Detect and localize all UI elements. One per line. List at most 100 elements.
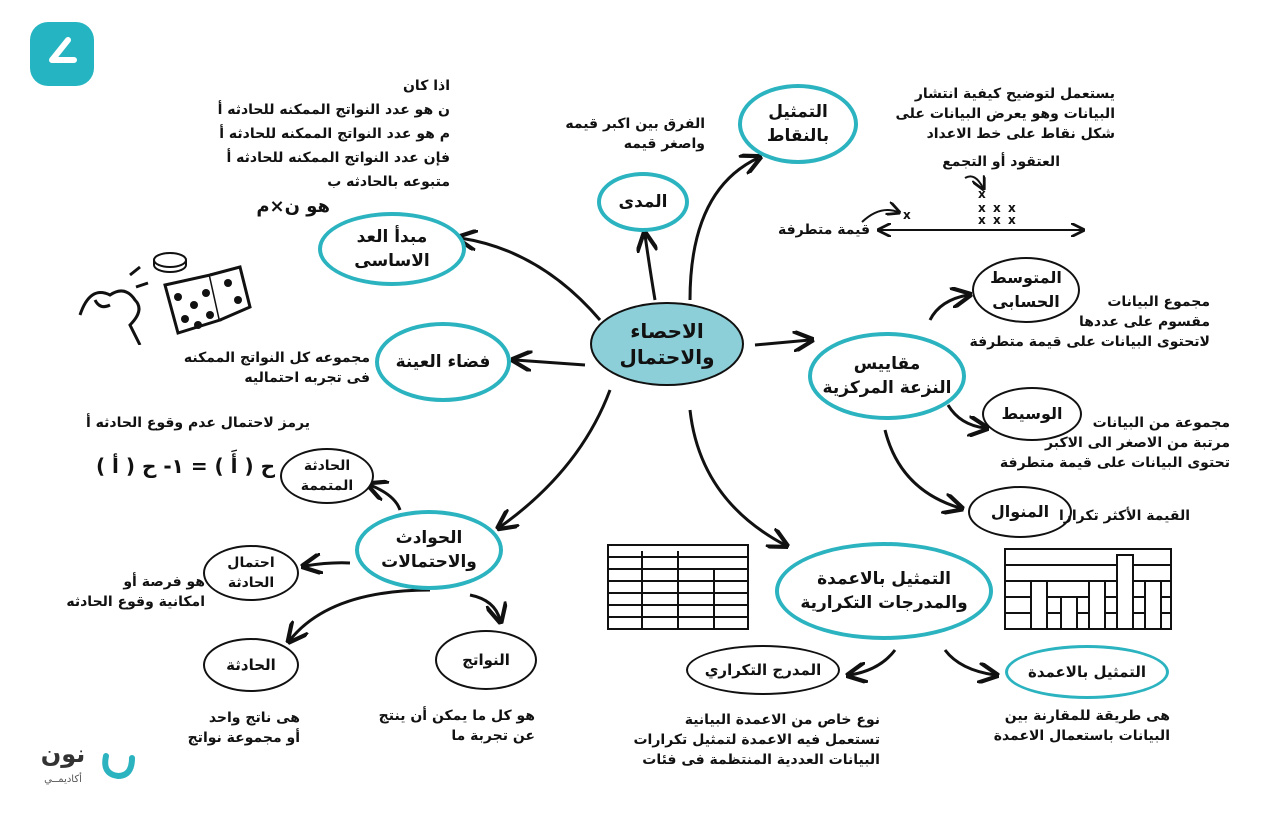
node-label: الوسيط — [1001, 404, 1063, 423]
brand-logo: نون أكاديمــي — [34, 740, 144, 796]
text-line: البيانات باستعمال الاعمدة — [993, 728, 1170, 744]
text-line: أو مجموعة نواتج — [187, 730, 300, 746]
text-line: مجموعه كل النواتج الممكنه — [183, 350, 370, 366]
node-outcomes: النواتج — [435, 630, 537, 690]
node-label: المتوسط الحسابى — [990, 268, 1062, 311]
node-label: مبدأ العد الاساسى — [354, 227, 430, 271]
svg-text:x: x — [1008, 213, 1016, 227]
hand-icon — [78, 265, 149, 345]
text-line: م هو عدد النواتج الممكنه للحادثه أ — [219, 126, 450, 142]
svg-text:x: x — [978, 187, 986, 201]
text-line: تستعمل فيه الاعمدة لتمثيل تكرارات — [633, 732, 880, 748]
svg-text:x: x — [903, 208, 911, 222]
center-topic: الاحصاء والاحتمال — [590, 302, 744, 386]
svg-text:x: x — [978, 213, 986, 227]
text-line: البيانات العددية المنتظمة فى فئات — [642, 752, 880, 768]
brand-subtitle: أكاديمــي — [44, 774, 82, 785]
outlier-label: قيمة متطرفة — [777, 222, 870, 238]
node-label: احتمال الحادثة — [227, 555, 275, 591]
mean-definition: مجموع البيانات مقسوم على عددها لاتحتوى ا… — [969, 292, 1210, 352]
node-bar-chart: التمثيل بالاعمدة — [1005, 645, 1169, 699]
text-line: ن هو عدد النواتج الممكنه للحادثه أ — [217, 102, 450, 118]
node-label: الحادثة — [226, 656, 276, 674]
node-label: المنوال — [990, 502, 1050, 521]
node-central-tendency: مقاييس النزعة المركزية — [808, 332, 966, 420]
coin-icon — [153, 252, 187, 273]
node-label: الحادثة المتممة — [300, 458, 354, 494]
svg-text:x: x — [993, 213, 1001, 227]
text-line: هو فرصة أو — [123, 574, 205, 590]
node-median: الوسيط — [982, 387, 1082, 441]
text-line: الفرق بين اكبر قيمه — [565, 116, 705, 132]
text-line: امكانية وقوع الحادثه — [66, 594, 205, 610]
text-line: مرتبة من الاصغر الى الاكبر — [1045, 435, 1230, 451]
node-label: التمثيل بالاعمدة والمدرجات التكرارية — [800, 569, 968, 613]
node-label: فضاء العينة — [395, 352, 491, 372]
counting-rule-text: اذا كان ن هو عدد النواتج الممكنه للحادثه… — [150, 76, 450, 192]
node-label: التمثيل بالنقاط — [766, 102, 830, 146]
histogram-illustration — [607, 544, 749, 630]
node-complement: الحادثة المتممة — [280, 448, 374, 504]
bar-chart-illustration — [1004, 548, 1172, 630]
range-definition: الفرق بين اكبر قيمه واصغر قيمه — [545, 114, 705, 154]
brand-name: نون — [40, 740, 86, 768]
text-line: متبوعه بالحادثه ب — [327, 174, 450, 190]
text-line: البيانات وهو يعرض البيانات على — [895, 106, 1115, 122]
svg-text:x: x — [1008, 201, 1016, 215]
mode-definition: القيمة الأكثر تكرارا — [1058, 508, 1190, 524]
dot-plot-definition: يستعمل لتوضيح كيفية انتشار البيانات وهو … — [880, 84, 1115, 144]
outcomes-definition: هو كل ما يمكن أن ينتج عن تجربة ما — [350, 706, 535, 746]
node-events-probabilities: الحوادث والاحتمالات — [355, 510, 503, 590]
bar-chart-definition: هى طريقة للمقارنة بين البيانات باستعمال … — [990, 706, 1170, 746]
app-logo — [30, 22, 94, 86]
dice-icon — [163, 265, 252, 335]
text-line: هى ناتج واحد — [208, 710, 300, 726]
node-label: الحوادث والاحتمالات — [381, 528, 477, 572]
node-label: المدرج التكراري — [704, 661, 822, 679]
node-mean: المتوسط الحسابى — [972, 257, 1080, 323]
dice-coin-illustration — [78, 252, 252, 345]
node-range: المدى — [597, 172, 689, 232]
node-sample-space: فضاء العينة — [375, 322, 511, 402]
svg-text:x: x — [993, 201, 1001, 215]
text-line: مقسوم على عددها — [1078, 314, 1210, 330]
probability-definition: هو فرصة أو امكانية وقوع الحادثه — [35, 572, 205, 612]
text-line: لاتحتوى البيانات على قيمة متطرفة — [969, 334, 1210, 350]
cluster-label: العتقود أو التجمع — [942, 154, 1060, 170]
node-mode: المنوال — [968, 486, 1072, 538]
node-event: الحادثة — [203, 638, 299, 692]
sample-space-definition: مجموعه كل النواتج الممكنه فى تجربه احتما… — [140, 348, 370, 388]
text-line: هى طريقة للمقارنة بين — [1004, 708, 1170, 724]
text-line: مجموعة من البيانات — [1092, 415, 1230, 431]
text-line: فى تجربه احتماليه — [244, 370, 370, 386]
center-label: الاحصاء والاحتمال — [619, 319, 715, 369]
node-label: النواتج — [462, 651, 510, 669]
node-histogram: المدرج التكراري — [686, 645, 840, 695]
node-bar-histogram: التمثيل بالاعمدة والمدرجات التكرارية — [775, 542, 993, 640]
node-label: المدى — [618, 192, 668, 212]
histogram-definition: نوع خاص من الاعمدة البيانية تستعمل فيه ا… — [630, 710, 880, 770]
text-line: واصغر قيمه — [623, 136, 705, 152]
text-line: نوع خاص من الاعمدة البيانية — [684, 712, 880, 728]
node-label: مقاييس النزعة المركزية — [822, 354, 952, 398]
node-dot-plot: التمثيل بالنقاط — [738, 84, 858, 164]
node-event-probability: احتمال الحادثة — [203, 545, 299, 601]
counting-formula: هو ن×م — [256, 196, 330, 217]
event-definition: هى ناتج واحد أو مجموعة نواتج — [160, 708, 300, 748]
logo-mark-icon — [49, 37, 77, 63]
text-line: عن تجربة ما — [451, 728, 535, 744]
text-line: مجموع البيانات — [1107, 294, 1210, 310]
text-line: فإن عدد النواتج الممكنه للحادثه أ — [226, 150, 451, 166]
text-line: تحتوى البيانات على قيمة متطرفة — [999, 455, 1230, 471]
svg-text:x: x — [978, 201, 986, 215]
complement-formula: ح ( أَ ) = ١- ح ( أ ) — [95, 454, 275, 478]
node-label: التمثيل بالاعمدة — [1027, 663, 1147, 681]
text-line: هو كل ما يمكن أن ينتج — [378, 708, 535, 724]
node-counting-principle: مبدأ العد الاساسى — [318, 212, 466, 286]
text-line: شكل نقاط على خط الاعداد — [926, 126, 1115, 142]
text-line: يستعمل لتوضيح كيفية انتشار — [914, 86, 1115, 102]
complement-definition: يرمز لاحتمال عدم وقوع الحادثه أ — [86, 415, 310, 431]
brand-mark-icon — [102, 753, 135, 780]
text-line: اذا كان — [402, 78, 450, 94]
